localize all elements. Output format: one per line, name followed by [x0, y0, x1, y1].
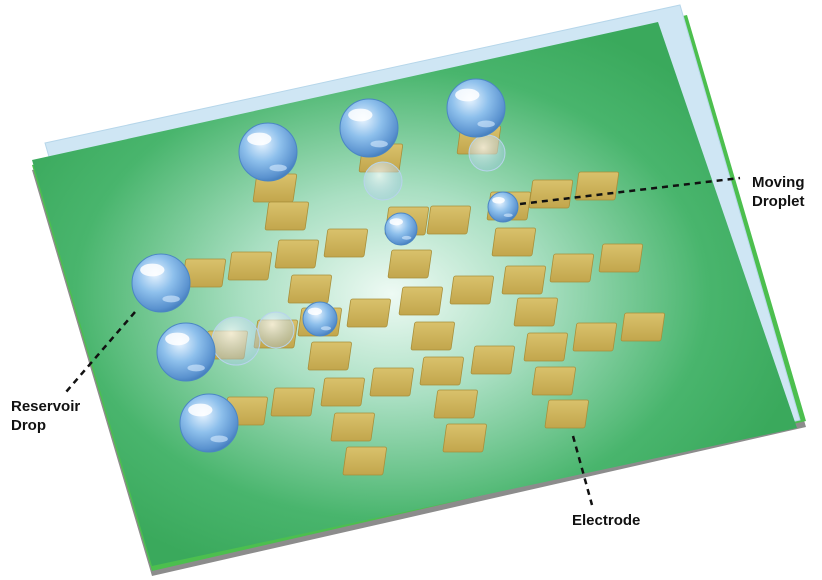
moving-droplet-leader — [519, 176, 741, 206]
droplet-trails — [211, 134, 506, 366]
electrode-pad — [387, 249, 432, 279]
moving-droplet — [302, 301, 338, 337]
electrode-pad — [491, 227, 536, 257]
electrode-pad — [501, 265, 546, 295]
reservoir-drop — [339, 98, 399, 158]
reservoir-drop-leader — [65, 311, 136, 393]
electrode-label: Electrode — [572, 512, 641, 529]
reservoir-drop-label: Reservoir Drop — [11, 398, 81, 434]
electrode-pad — [320, 377, 365, 407]
moving-droplet-label: Moving Droplet — [752, 174, 805, 210]
electrode-pad — [442, 423, 487, 453]
electrode-pad — [330, 412, 375, 442]
electrode-pad — [531, 366, 576, 396]
moving-droplet — [487, 191, 519, 223]
electrode-pad — [419, 356, 464, 386]
electrode-pad — [227, 251, 272, 281]
electrode-pad — [369, 367, 414, 397]
electrode-pad — [549, 253, 594, 283]
droplet-trail — [211, 316, 261, 366]
electrode-pad — [270, 387, 315, 417]
electrode-pad — [528, 179, 574, 209]
electrode-pad — [264, 201, 309, 231]
electrode-pad — [426, 205, 471, 235]
reservoir-drop — [179, 393, 239, 453]
droplet-trail — [257, 311, 295, 349]
droplet-trail — [363, 161, 403, 201]
electrode-pad — [544, 399, 589, 429]
electrode-pad — [398, 286, 443, 316]
electrode-pad — [307, 341, 352, 371]
electrode-pad — [513, 297, 558, 327]
electrode-pad — [620, 312, 665, 342]
electrode-pad — [449, 275, 494, 305]
reservoir-drop — [131, 253, 191, 313]
droplets — [131, 78, 519, 453]
electrode-pad — [323, 228, 368, 258]
electrode-pad — [342, 446, 387, 476]
electrode-pad — [523, 332, 568, 362]
reservoir-drop — [156, 322, 216, 382]
electrode-pad — [346, 298, 391, 328]
electrode-pad — [598, 243, 643, 273]
electrode-pad — [470, 345, 515, 375]
droplet-trail — [468, 134, 506, 172]
moving-droplet — [384, 212, 418, 246]
electrode-pad — [572, 322, 617, 352]
reservoir-drop — [446, 78, 506, 138]
electrode-pad — [410, 321, 455, 351]
electrode-pad — [274, 239, 319, 269]
electrode-pad — [433, 389, 478, 419]
reservoir-drop — [238, 122, 298, 182]
electrode-pad — [287, 274, 332, 304]
electrode-leader — [571, 435, 594, 506]
